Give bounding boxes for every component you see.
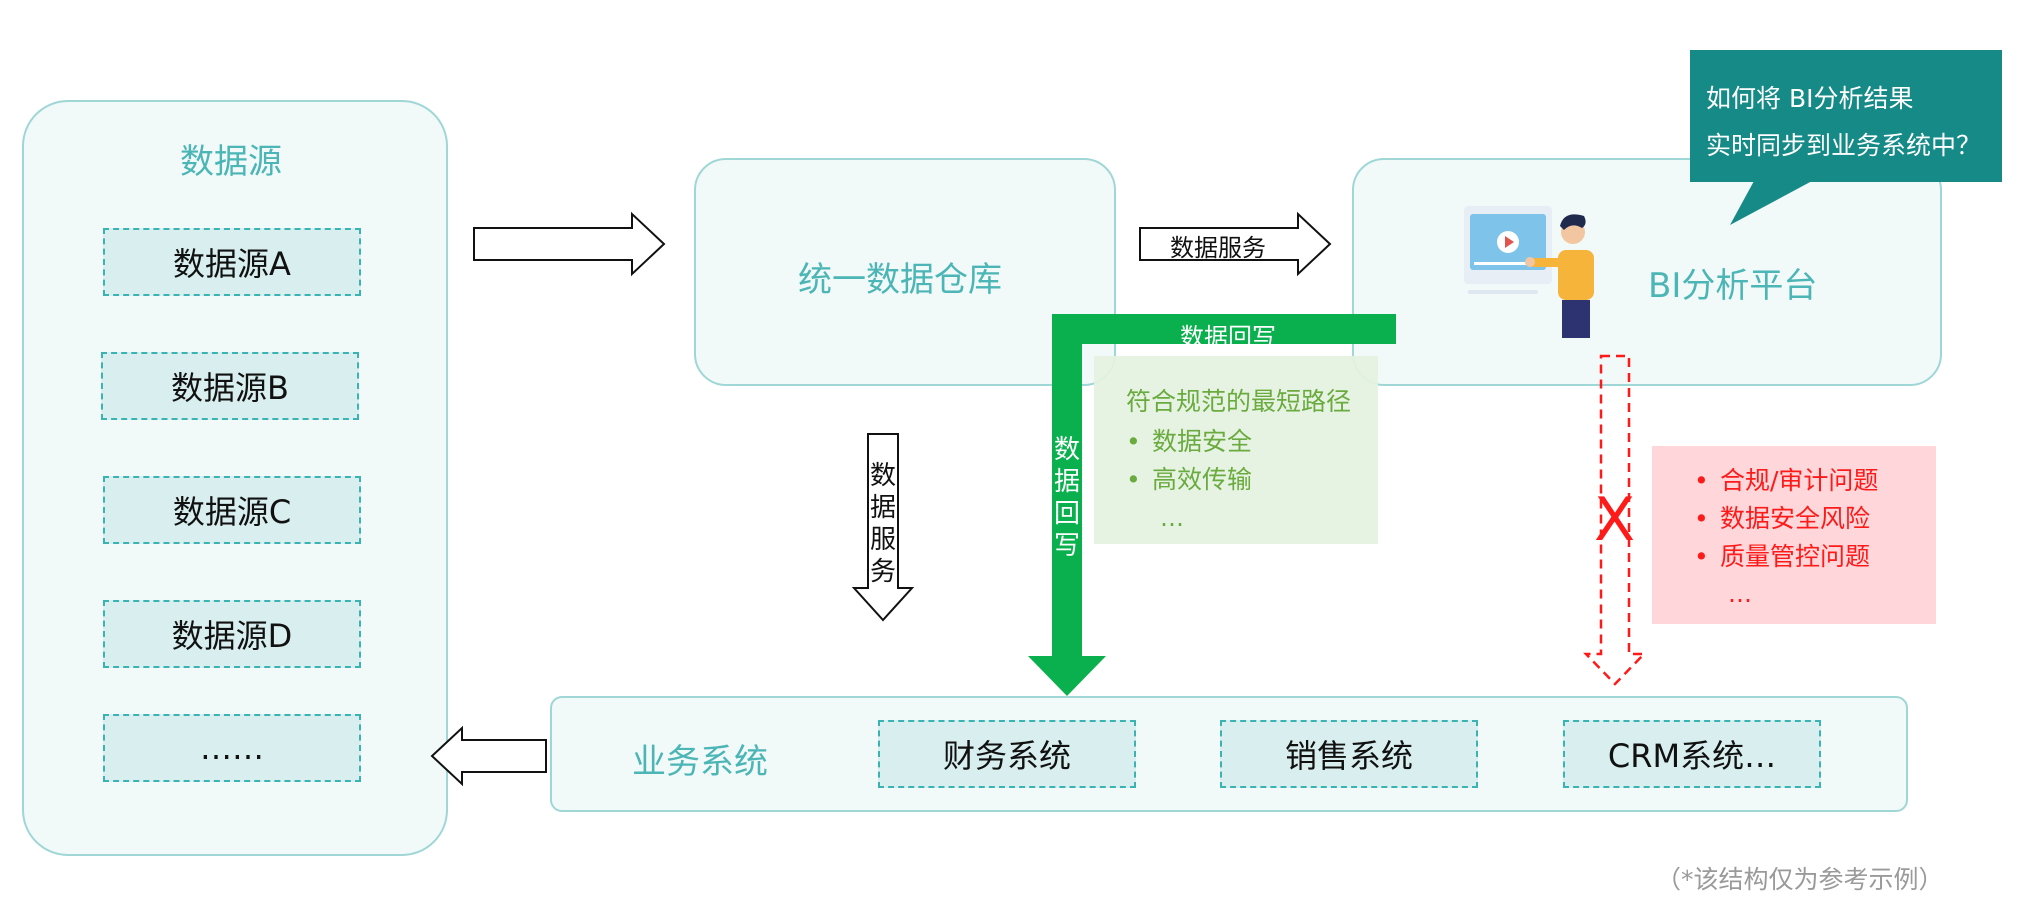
business-item-sales[interactable]: 销售系统 xyxy=(1220,720,1478,788)
risk-more: … xyxy=(1728,580,1752,608)
shortest-path-item: 高效传输 xyxy=(1120,461,1252,499)
data-source-item-b[interactable]: 数据源B xyxy=(101,352,359,420)
business-system-title: 业务系统 xyxy=(632,742,768,782)
data-source-item-c[interactable]: 数据源C xyxy=(103,476,361,544)
risk-list: 合规/审计问题 数据安全风险 质量管控问题 xyxy=(1688,462,1878,576)
bubble-line-1: 如何将 BI分析结果 xyxy=(1706,84,1914,113)
shortest-path-title: 符合规范的最短路径 xyxy=(1126,387,1352,416)
arrow-blocked-sync xyxy=(1583,354,1647,686)
arrow-business-to-source xyxy=(430,725,547,787)
footnote: （*该结构仅为参考示例） xyxy=(1656,865,1944,894)
arrow-data-writeback xyxy=(1028,314,1396,696)
data-source-item-a[interactable]: 数据源A xyxy=(103,228,361,296)
data-source-item-more[interactable]: …… xyxy=(103,714,361,782)
data-source-title: 数据源 xyxy=(180,142,282,182)
bi-panel xyxy=(1352,158,1942,386)
shortest-path-more: … xyxy=(1160,504,1184,532)
bubble-line-2: 实时同步到业务系统中？ xyxy=(1706,131,1982,160)
business-item-crm[interactable]: CRM系统… xyxy=(1563,720,1821,788)
blocked-cross-icon: X xyxy=(1594,485,1636,555)
business-item-finance[interactable]: 财务系统 xyxy=(878,720,1136,788)
bi-title: BI分析平台 xyxy=(1648,266,1818,306)
shortest-path-list: 数据安全 高效传输 xyxy=(1120,423,1252,499)
writeback-v-label: 数 据 回 写 xyxy=(1053,435,1080,561)
risk-item: 数据安全风险 xyxy=(1688,500,1878,538)
speech-bubble xyxy=(1690,50,2002,225)
arrow-source-to-warehouse xyxy=(473,211,666,277)
risk-item: 质量管控问题 xyxy=(1688,538,1878,576)
data-service-v-label: 数 据 服 务 xyxy=(869,461,896,587)
risk-item: 合规/审计问题 xyxy=(1688,462,1878,500)
shortest-path-item: 数据安全 xyxy=(1120,423,1252,461)
data-service-h-label: 数据服务 xyxy=(1170,234,1266,262)
writeback-h-label: 数据回写 xyxy=(1180,323,1276,351)
analyst-screen-icon xyxy=(1464,206,1594,338)
arrow-data-service-horizontal xyxy=(1139,211,1332,277)
warehouse-panel xyxy=(694,158,1116,386)
arrow-data-service-vertical xyxy=(851,433,915,622)
data-source-item-d[interactable]: 数据源D xyxy=(103,600,361,668)
warehouse-title: 统一数据仓库 xyxy=(798,260,1002,300)
